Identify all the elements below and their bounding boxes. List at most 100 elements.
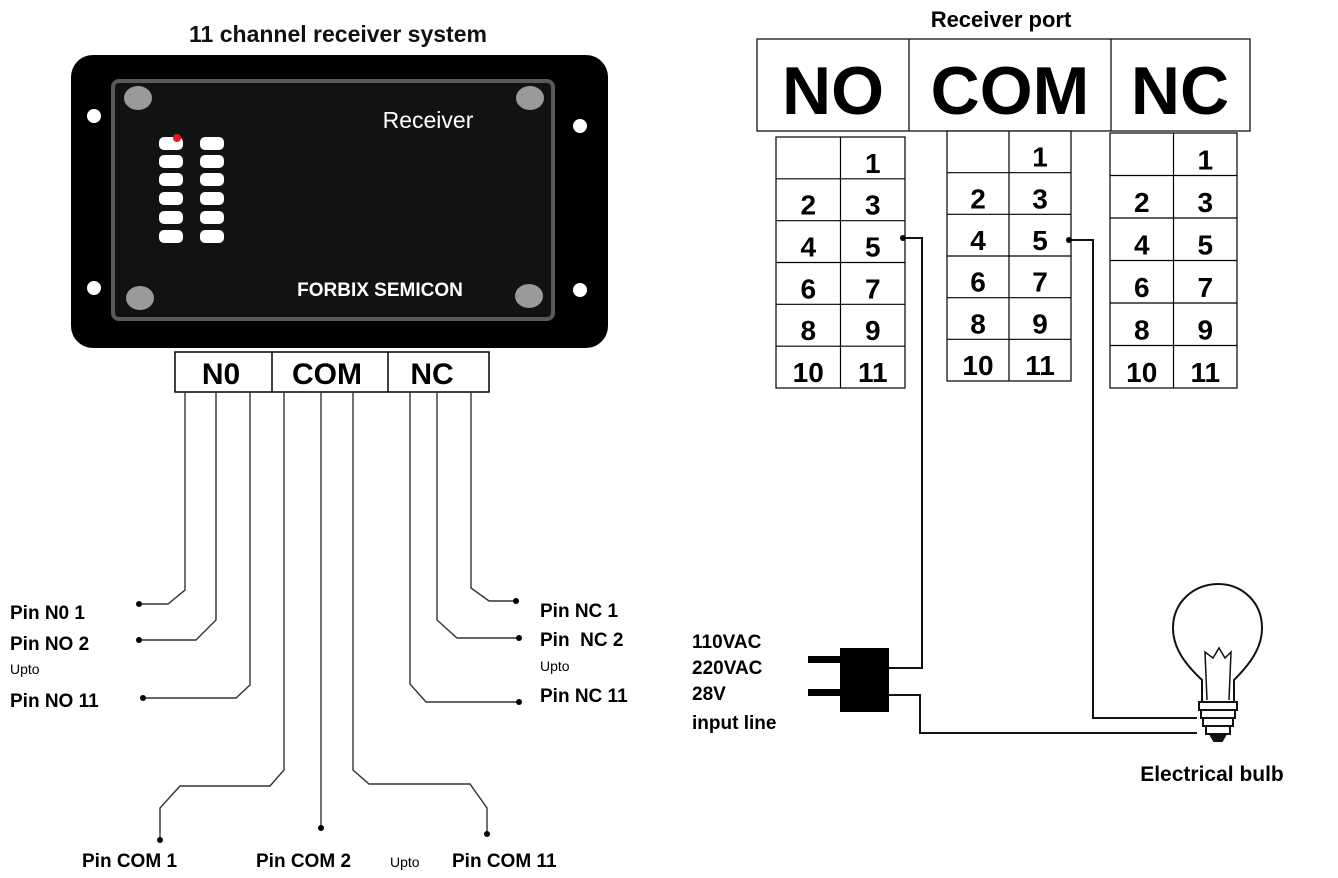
port-header-com: COM — [931, 53, 1090, 129]
port-pin-number: 11 — [858, 357, 888, 388]
led-indicator — [159, 230, 183, 243]
pin-com2-label: Pin COM 2 — [256, 851, 351, 872]
port-pin-number: 5 — [1197, 230, 1213, 261]
port-pin-number: 4 — [1134, 230, 1150, 261]
led-indicator — [159, 192, 183, 205]
pin-com-upto-label: Upto — [390, 854, 420, 870]
input-line-label: 110VAC 220VAC 28V input line — [692, 632, 776, 734]
brand-label: FORBIX SEMICON — [297, 280, 463, 301]
port-pin-number: 9 — [1032, 308, 1048, 339]
terminal-wires — [139, 392, 519, 840]
pin-no11-label: Pin NO 11 — [10, 691, 99, 712]
led-indicator — [200, 230, 224, 243]
pin-nc1-label: Pin NC 1 — [540, 601, 619, 622]
led-indicator — [159, 155, 183, 168]
port-pin-number: 1 — [1197, 145, 1213, 176]
mount-hole — [573, 283, 587, 297]
port-pin-number: 6 — [800, 273, 816, 304]
bulb-wiring — [889, 237, 1197, 734]
receiver-label: Receiver — [383, 107, 474, 133]
screw-icon — [515, 284, 543, 308]
port-pin-number: 3 — [865, 190, 881, 221]
pin-endpoint — [140, 695, 146, 701]
port-pin-number: 4 — [970, 225, 986, 256]
led-indicator — [159, 211, 183, 224]
led-indicator — [200, 173, 224, 186]
pin-endpoint — [516, 699, 522, 705]
input-line-4: input line — [692, 713, 776, 734]
led-indicator — [159, 173, 183, 186]
receiver-unit: Receiver FORBIX SEMICON — [71, 55, 608, 348]
port-pin-number: 6 — [1134, 272, 1150, 303]
bulb-label: Electrical bulb — [1140, 763, 1284, 786]
pin-com1-label: Pin COM 1 — [82, 851, 177, 872]
diagram-title: 11 channel receiver system — [189, 21, 487, 47]
pin-nc2-label: Pin NC 2 — [540, 630, 623, 651]
port-pin-number: 6 — [970, 267, 986, 298]
port-pin-number: 8 — [970, 308, 986, 339]
screw-icon — [124, 86, 152, 110]
port-pin-number: 9 — [865, 315, 881, 346]
port-pin-number: 4 — [800, 232, 816, 263]
port-pin-number: 2 — [970, 183, 986, 214]
pin-com11-label: Pin COM 11 — [452, 851, 557, 872]
wire-junction — [900, 235, 906, 241]
port-pin-number: 5 — [865, 232, 881, 263]
port-pin-number: 3 — [1197, 187, 1213, 218]
port-pin-number: 1 — [1032, 142, 1048, 173]
pin-endpoint — [157, 837, 163, 843]
wire-junction — [1066, 237, 1072, 243]
port-pin-number: 9 — [1197, 315, 1213, 346]
port-pin-number: 3 — [1032, 183, 1048, 214]
port-pin-number: 11 — [1190, 357, 1220, 388]
port-pin-number: 2 — [800, 190, 816, 221]
screw-icon — [126, 286, 154, 310]
port-pin-number: 7 — [1032, 267, 1048, 298]
terminal-nc-label: NC — [410, 358, 453, 391]
led-indicator — [200, 211, 224, 224]
mount-hole — [87, 109, 101, 123]
mount-hole — [87, 281, 101, 295]
terminal-com-label: COM — [292, 358, 362, 391]
port-title: Receiver port — [931, 7, 1072, 32]
port-pin-number: 7 — [865, 273, 881, 304]
input-line-3: 28V — [692, 684, 726, 705]
terminal-block: N0 COM NC — [174, 351, 490, 393]
port-pin-number: 2 — [1134, 187, 1150, 218]
led-active-icon — [173, 134, 181, 142]
pin-endpoint — [136, 601, 142, 607]
pin-endpoint — [513, 598, 519, 604]
led-indicator — [200, 155, 224, 168]
led-indicator — [200, 137, 224, 150]
port-pin-number: 7 — [1197, 272, 1213, 303]
port-pin-number: 8 — [800, 315, 816, 346]
pin-no2-label: Pin NO 2 — [10, 634, 89, 655]
port-pin-number: 10 — [962, 350, 993, 381]
pin-no1-label: Pin N0 1 — [10, 603, 85, 624]
port-pin-number: 8 — [1134, 315, 1150, 346]
port-pin-number: 1 — [865, 148, 881, 179]
pin-endpoint — [318, 825, 324, 831]
port-pin-number: 10 — [1126, 357, 1157, 388]
plug-icon — [808, 648, 889, 712]
pin-endpoint — [136, 637, 142, 643]
led-indicators — [159, 134, 224, 243]
pin-no-upto-label: Upto — [10, 661, 40, 677]
port-pin-number: 10 — [793, 357, 824, 388]
pin-endpoint — [516, 635, 522, 641]
mount-hole — [573, 119, 587, 133]
light-bulb-icon — [1171, 582, 1264, 742]
pin-endpoint — [484, 831, 490, 837]
pin-labels: Pin N0 1 Pin NO 2 Upto Pin NO 11 Pin NC … — [10, 601, 628, 872]
wire-endpoints — [136, 598, 522, 843]
port-header-nc: NC — [1131, 53, 1229, 129]
terminal-no-label: N0 — [202, 358, 240, 391]
port-pin-number: 11 — [1025, 350, 1055, 381]
screw-icon — [516, 86, 544, 110]
input-line-1: 110VAC — [692, 632, 762, 653]
pin-nc-upto-label: Upto — [540, 658, 570, 674]
pin-nc11-label: Pin NC 11 — [540, 686, 628, 707]
